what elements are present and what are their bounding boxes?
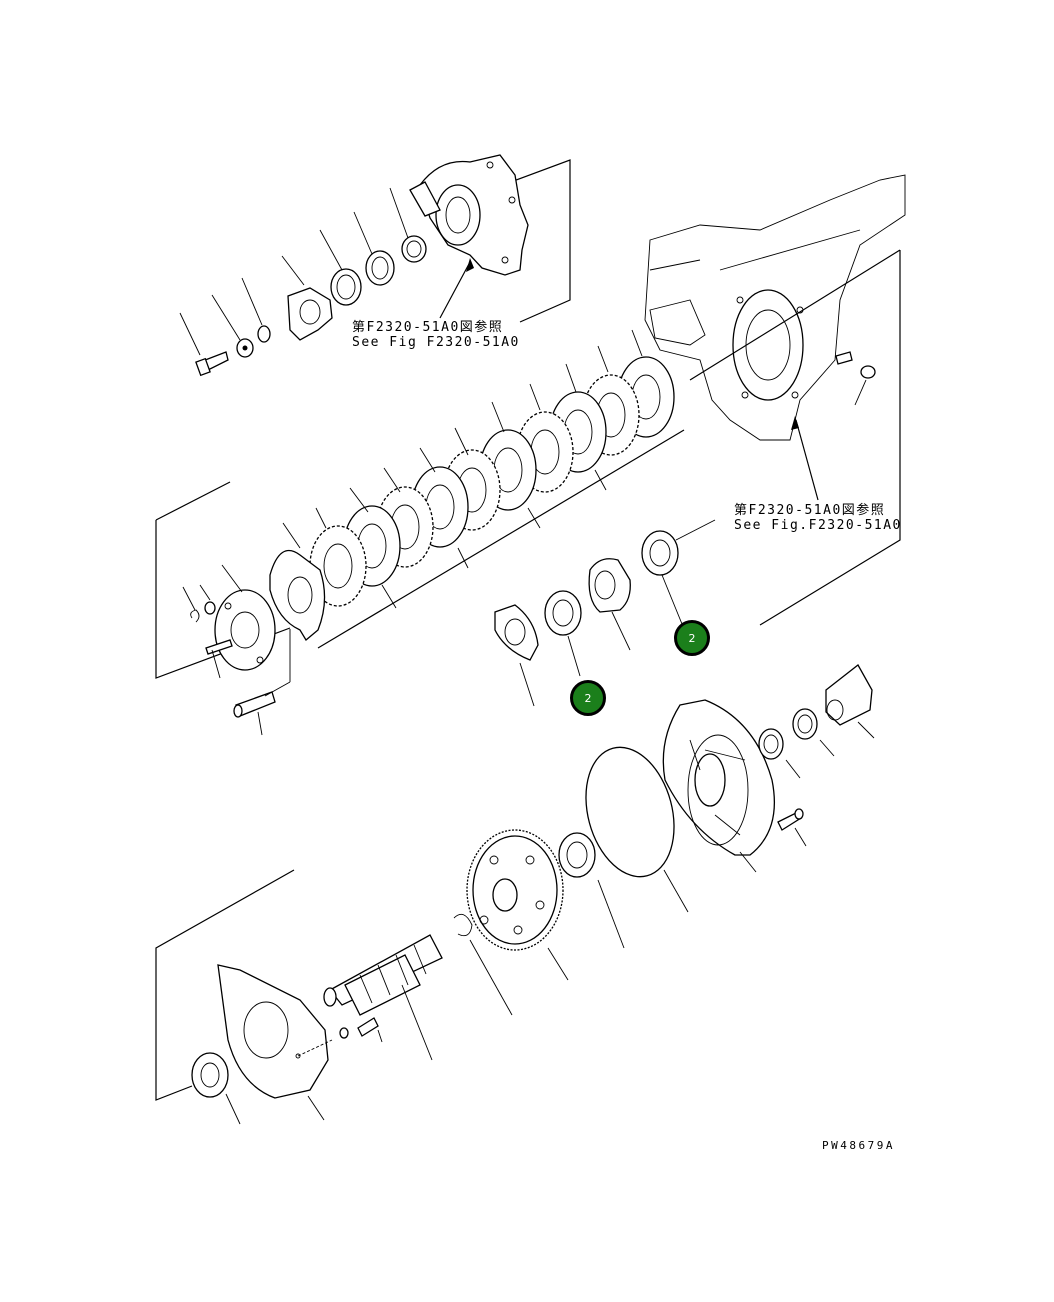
callout-marker[interactable]: 2	[674, 620, 710, 656]
reference-note-upper-line2: See Fig F2320-51A0	[352, 335, 520, 350]
output-cover-group	[585, 664, 875, 913]
reference-note-right-line2: See Fig.F2320-51A0	[734, 518, 902, 533]
reference-note-right-line1: 第F2320-51A0図参照	[734, 503, 886, 518]
callout-marker[interactable]: 2	[570, 680, 606, 716]
middle-parts-group	[494, 519, 716, 707]
drawing-code: PW48679A	[822, 1139, 895, 1152]
reference-note-right: 第F2320-51A0図参照 See Fig.F2320-51A0	[734, 503, 902, 533]
reference-note-upper-line1: 第F2320-51A0図参照	[352, 320, 504, 335]
upper-housing-group	[179, 154, 571, 377]
transmission-case-group	[644, 174, 906, 626]
reference-note-upper: 第F2320-51A0図参照 See Fig F2320-51A0	[352, 320, 520, 350]
clutch-pack-group	[155, 329, 685, 736]
gear-shaft-group	[155, 829, 625, 1125]
